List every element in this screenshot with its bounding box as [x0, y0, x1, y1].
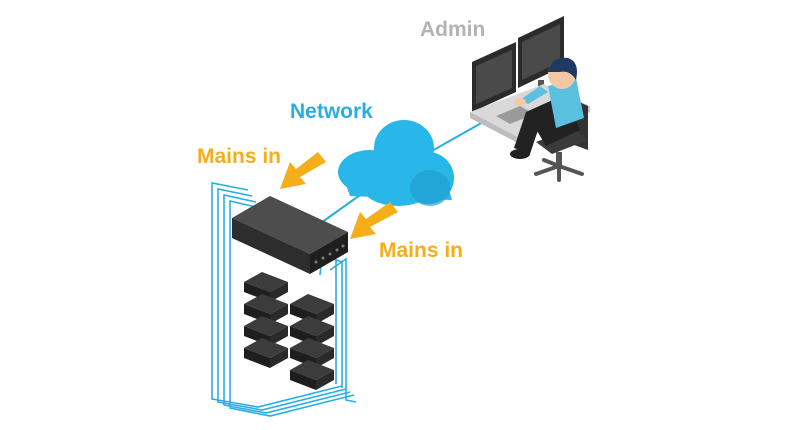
admin-label: Admin — [420, 18, 486, 41]
mains-in-label-right: Mains in — [379, 239, 464, 262]
mains-in-label-left: Mains in — [197, 145, 282, 168]
admin-workstation-icon — [470, 16, 590, 182]
mains-arrow-left-icon — [280, 152, 326, 189]
cloud-shade — [410, 170, 450, 206]
device-stack-right — [290, 294, 334, 390]
network-label: Network — [290, 100, 373, 123]
device-stack-left — [244, 272, 288, 368]
mains-arrow-right-icon — [350, 202, 398, 239]
power-hub-icon — [232, 196, 348, 274]
